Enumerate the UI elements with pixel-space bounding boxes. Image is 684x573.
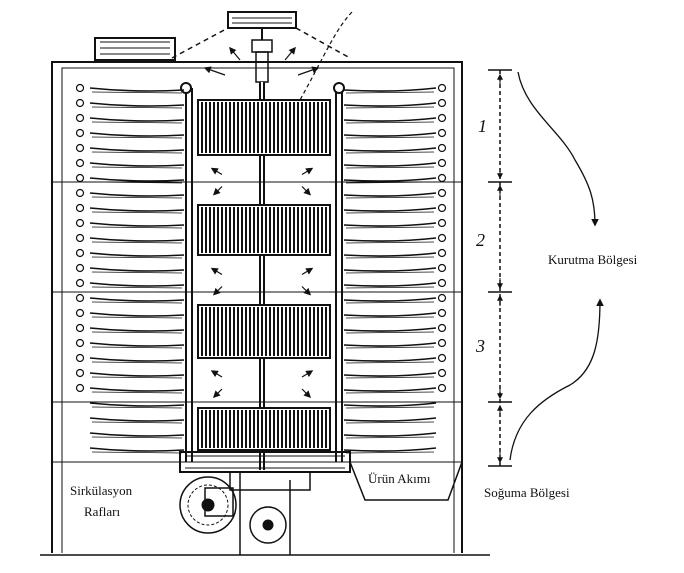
flow-arrow-2-d — [301, 388, 312, 399]
shelf-right-4 — [343, 128, 447, 139]
shelf-left-9 — [75, 203, 185, 214]
shelf-right-23 — [343, 417, 437, 424]
drum-1 — [197, 99, 331, 156]
drying-zone-label: Kurutma Bölgesi — [548, 252, 638, 267]
shelf-right-5 — [343, 143, 447, 154]
shelf-left-16 — [75, 308, 185, 319]
shelf-left-11 — [75, 233, 185, 244]
shelf-right-25 — [343, 447, 437, 454]
flow-arrow-0-b — [212, 186, 223, 196]
hood-arrow-1 — [297, 66, 320, 76]
product-flow-trough — [349, 461, 463, 501]
shelf-left-1 — [75, 83, 185, 94]
shelf-left-23 — [89, 417, 185, 424]
shelf-left-24 — [89, 432, 185, 439]
drum-3 — [197, 304, 331, 359]
shelf-right-2 — [343, 98, 447, 109]
zone-number-3: 3 — [475, 336, 485, 356]
zone-dimension-line — [488, 69, 512, 467]
shelf-right-1 — [343, 83, 447, 94]
shelf-right-11 — [343, 233, 447, 244]
drying-zone-arrows — [509, 71, 604, 461]
shelf-right-12 — [343, 248, 447, 259]
flow-arrows — [203, 46, 320, 399]
shelf-right-8 — [343, 188, 447, 199]
shelf-left-18 — [75, 338, 185, 349]
shelf-left-13 — [75, 263, 185, 274]
shelf-left-10 — [75, 218, 185, 229]
shelf-right-18 — [343, 338, 447, 349]
shelf-left-2 — [75, 98, 185, 109]
shelf-left-22 — [89, 402, 185, 409]
shelf-right-9 — [343, 203, 447, 214]
shelf-right-24 — [343, 432, 437, 439]
top-fan — [171, 11, 351, 83]
shelf-right-20 — [343, 368, 447, 379]
shelf-left-15 — [75, 293, 185, 304]
zone-number-2: 2 — [476, 230, 485, 250]
shelf-right-14 — [343, 278, 447, 289]
shelf-right-13 — [343, 263, 447, 274]
inner-columns — [180, 82, 345, 462]
circulation-label-line1: Sirkülasyon — [70, 483, 133, 498]
shelf-left-6 — [75, 158, 185, 169]
shelf-left-21 — [75, 383, 185, 394]
shelf-left-17 — [75, 323, 185, 334]
shelf-left-19 — [75, 353, 185, 364]
shelf-left-8 — [75, 188, 185, 199]
flow-arrow-0-a — [210, 167, 223, 176]
shelf-left-12 — [75, 248, 185, 259]
hood-arrow-0 — [203, 66, 226, 76]
shelf-right-19 — [343, 353, 447, 364]
flow-arrow-1-d — [301, 286, 312, 296]
flow-arrow-2-b — [212, 388, 223, 399]
drum-4 — [197, 407, 331, 451]
shelf-right-22 — [343, 402, 437, 409]
leader-line — [299, 11, 353, 101]
hood-arrow-2 — [229, 46, 241, 61]
drum-2 — [197, 204, 331, 256]
cooling-zone-label: Soğuma Bölgesi — [484, 485, 570, 500]
circulation-label-line2: Rafları — [84, 504, 120, 519]
shelf-right-3 — [343, 113, 447, 124]
flow-arrow-0-d — [301, 186, 312, 196]
flow-arrow-1-b — [212, 286, 223, 296]
shelf-right-6 — [343, 158, 447, 169]
hood-arrow-3 — [284, 46, 296, 61]
flow-arrow-2-c — [301, 370, 314, 378]
shelf-left-20 — [75, 368, 185, 379]
shelf-left-3 — [75, 113, 185, 124]
shelf-right-21 — [343, 383, 447, 394]
rotary-drums — [197, 99, 331, 451]
flow-arrow-1-c — [301, 267, 314, 276]
flow-arrow-1-a — [210, 267, 223, 276]
flow-arrow-2-a — [210, 370, 223, 378]
zone-number-1: 1 — [478, 116, 487, 136]
dryer-housing — [40, 61, 490, 556]
shelf-right-16 — [343, 308, 447, 319]
shelf-left-5 — [75, 143, 185, 154]
product-flow-label: Ürün Akımı — [368, 471, 431, 486]
shelf-left-14 — [75, 278, 185, 289]
shelf-right-10 — [343, 218, 447, 229]
shelf-right-15 — [343, 293, 447, 304]
top-left-vent — [94, 37, 176, 61]
flow-arrow-0-c — [301, 167, 314, 176]
shelf-left-4 — [75, 128, 185, 139]
shelf-left-25 — [89, 447, 185, 454]
shelf-right-17 — [343, 323, 447, 334]
